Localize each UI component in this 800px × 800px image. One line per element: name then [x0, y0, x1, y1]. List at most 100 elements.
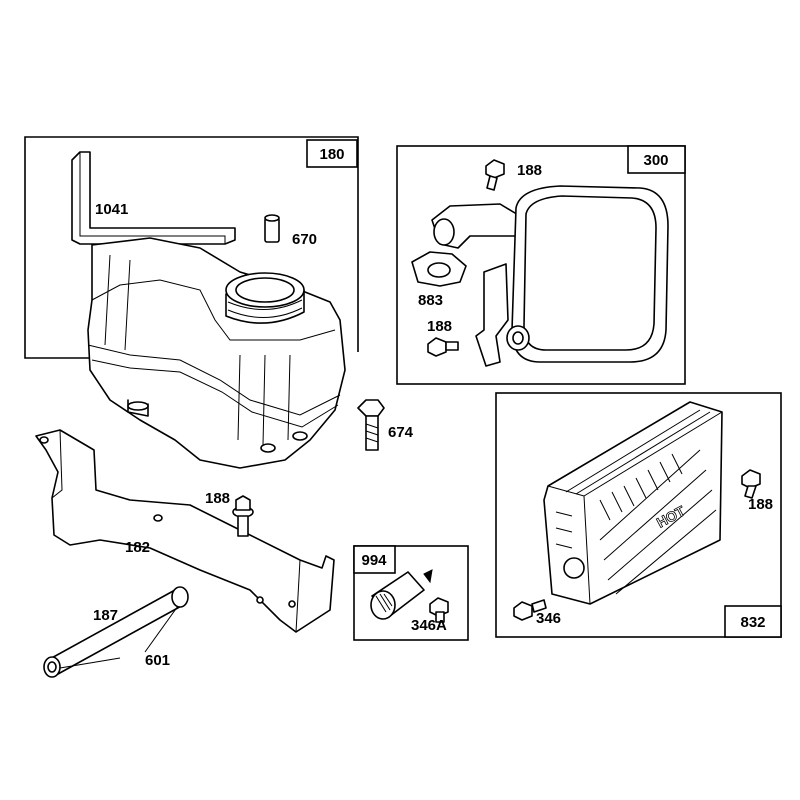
bracket-hole-4	[288, 600, 296, 608]
bolt-188-guard	[741, 469, 761, 499]
muffler-pipe-end	[433, 218, 455, 246]
muffler-bracket	[475, 263, 509, 367]
tank-mount-hole-2	[292, 431, 308, 441]
bolt-188-bracket	[232, 495, 254, 537]
part-883-label: 883	[418, 292, 443, 309]
bracket-fold-1	[51, 429, 63, 499]
muffler-guard: HOT	[543, 401, 723, 605]
bolt-188-bracket-shank	[237, 515, 249, 537]
group-300-label: 300	[643, 152, 668, 169]
muffler	[431, 185, 669, 367]
screw-346-shank	[531, 599, 547, 613]
bracket-hole-2	[153, 514, 163, 522]
part-670-label: 670	[292, 231, 317, 248]
part-346-label: 346	[536, 610, 561, 627]
tank-filler-thread-2	[227, 307, 303, 319]
screw-346A	[429, 597, 449, 623]
leader-601-b	[144, 605, 179, 653]
spark-arrestor-screen	[375, 593, 393, 613]
part-188-guard-label: 188	[748, 496, 773, 513]
group-300-frame	[396, 145, 686, 385]
group-994-frame	[353, 545, 469, 641]
guard-outlet-hole	[563, 557, 585, 579]
bracket-hole-3	[256, 596, 264, 604]
tank-rib-1	[104, 254, 111, 346]
spark-arrestor-tab	[423, 569, 433, 584]
mounting-bracket	[35, 429, 335, 633]
mounting-bracket-shape	[35, 429, 335, 633]
group-994-tag	[353, 545, 396, 574]
group-180: 180	[24, 136, 359, 359]
fuel-tank-flange	[87, 344, 341, 416]
tank-outlet-end	[127, 401, 149, 411]
fuel-tank-strap	[71, 151, 236, 245]
fuel-tank-seam	[91, 279, 336, 341]
part-346A-label: 346A	[411, 617, 447, 634]
part-188-bracket-label: 188	[205, 490, 230, 507]
screw-346A-shank	[435, 611, 445, 623]
bolt-188-top-head	[485, 159, 505, 179]
gasket-883-hole	[427, 262, 451, 278]
group-180-tag	[306, 139, 358, 168]
guard-top-slots	[565, 409, 711, 495]
screw-346	[513, 599, 547, 621]
tank-filler-opening	[235, 277, 295, 303]
guard-diagonal-slots	[599, 449, 717, 595]
bolt-674-thread-1	[365, 423, 379, 429]
group-832-label: 832	[740, 614, 765, 631]
bolt-188-guard-head	[741, 469, 761, 489]
fuel-tank-flange-lower	[91, 359, 339, 428]
tank-rib-4	[262, 354, 266, 446]
screw-346-head	[513, 601, 533, 621]
bolt-188-top	[485, 159, 505, 191]
fuel-tank	[87, 237, 346, 469]
fuel-line-opening	[47, 661, 57, 673]
part-1041-label: 1041	[95, 201, 128, 218]
group-300-tag	[627, 145, 686, 174]
bracket-hole-1	[39, 436, 49, 444]
group-832-tag	[724, 605, 782, 638]
group-300: 300	[396, 145, 686, 385]
fuel-line-clamp-top	[171, 586, 189, 608]
muffler-face	[523, 195, 657, 351]
group-832: 832	[495, 392, 782, 638]
bolt-188-guard-shank	[744, 485, 757, 499]
part-188-muffler-label: 188	[427, 318, 452, 335]
group-180-frame	[24, 136, 359, 359]
bolt-188-muffler-head	[427, 337, 447, 357]
spark-arrestor	[370, 569, 433, 620]
bolt-188-muffler	[427, 337, 459, 357]
tank-mount-hole-1	[260, 443, 276, 453]
part-601-label: 601	[145, 652, 170, 669]
bolt-188-top-shank	[486, 175, 498, 191]
guard-side-slots-top	[599, 453, 683, 521]
fuel-tank-strap-shape	[71, 151, 236, 245]
bolt-674-head	[357, 399, 385, 417]
tank-filler-thread-1	[227, 299, 303, 311]
group-994: 994	[353, 545, 469, 641]
spacer-top	[264, 214, 280, 222]
group-180-label: 180	[319, 146, 344, 163]
part-674-label: 674	[388, 424, 414, 441]
fuel-line	[43, 586, 189, 678]
tank-rib-2	[124, 259, 131, 351]
part-188-top-label: 188	[517, 162, 542, 179]
group-832-frame	[495, 392, 782, 638]
guard-side-vents	[555, 511, 573, 549]
part-187-label: 187	[93, 607, 118, 624]
bolt-188-muffler-shank	[445, 341, 459, 351]
spacer-670	[264, 214, 280, 243]
fuel-tank-strap-edge	[79, 152, 226, 244]
group-994-label: 994	[361, 552, 387, 569]
bolt-674-thread-3	[365, 437, 379, 443]
leader-601-a	[59, 657, 121, 669]
part-182-label: 182	[125, 539, 150, 556]
muffler-outlet-inner	[512, 331, 524, 345]
muffler-guard-corner	[583, 495, 591, 605]
tank-rib-3	[237, 354, 241, 441]
bolt-674	[357, 399, 385, 451]
gasket-883	[411, 251, 467, 287]
bolt-674-thread-2	[365, 430, 379, 436]
bracket-fold-2	[295, 559, 301, 633]
